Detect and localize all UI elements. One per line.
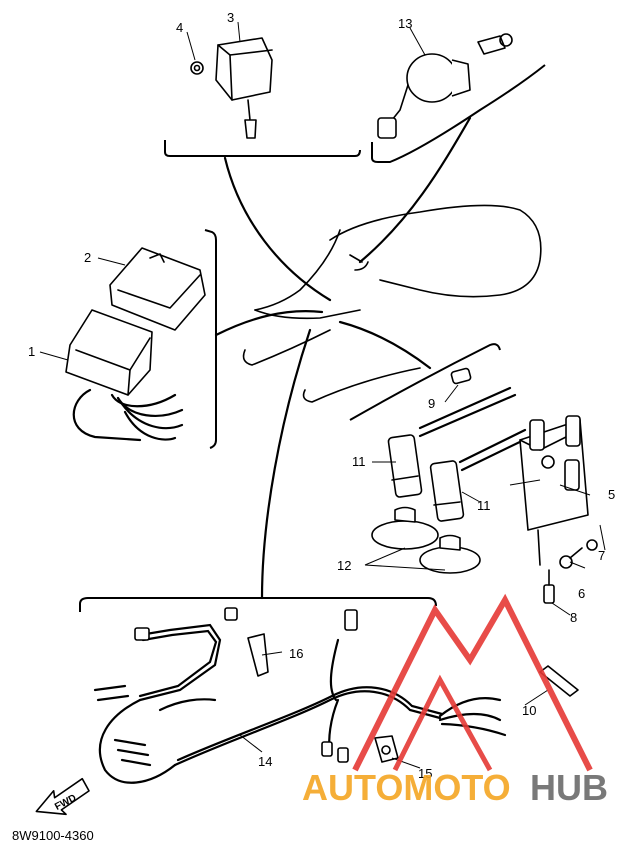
part-7-washer — [586, 539, 598, 551]
part-4-nut — [190, 61, 204, 75]
part-12-boot-left — [371, 506, 439, 550]
part-16-band — [247, 633, 269, 677]
part-9-clip — [450, 367, 472, 385]
callout-3: 3 — [227, 10, 234, 25]
callout-5: 5 — [608, 487, 615, 502]
group-bracket-right — [338, 320, 501, 421]
watermark-word-b: HUB — [530, 767, 608, 808]
callout-10: 10 — [522, 703, 536, 718]
watermark-word-a: AUTOMOTO — [302, 767, 511, 808]
callout-4: 4 — [176, 20, 183, 35]
chassis-outline — [242, 204, 542, 403]
callout-6: 6 — [578, 586, 585, 601]
callout-16: 16 — [289, 646, 303, 661]
group-bracket-left — [204, 229, 324, 449]
callout-11-left: 11 — [352, 454, 366, 469]
callout-labels: 3 4 13 2 1 9 11 11 5 7 6 8 12 16 10 14 1… — [28, 10, 615, 781]
part-11-plug-cap-left — [387, 386, 517, 498]
part-15-clamp — [374, 735, 399, 763]
callout-1: 1 — [28, 344, 35, 359]
forward-arrow-icon: FWD — [35, 777, 90, 816]
part-2-cover — [109, 247, 206, 331]
callout-8: 8 — [570, 610, 577, 625]
diagram-code: 8W9100-4360 — [12, 828, 94, 843]
callout-2: 2 — [84, 250, 91, 265]
callout-7: 7 — [598, 548, 605, 563]
group-bracket-top-right — [358, 64, 546, 264]
callout-13: 13 — [398, 16, 412, 31]
callout-14: 14 — [258, 754, 272, 769]
part-6-bolt — [559, 547, 583, 569]
part-11-plug-cap-right — [429, 428, 530, 522]
callout-9: 9 — [428, 396, 435, 411]
watermark-logo: AUTOMOTO HUB — [302, 593, 608, 808]
part-10-band — [539, 665, 579, 697]
part-13-main-switch — [377, 33, 513, 139]
group-bracket-bottom — [79, 328, 437, 612]
part-14-wire-harness — [93, 607, 507, 784]
part-1-cdi-unit — [65, 309, 184, 442]
callout-15: 15 — [418, 766, 432, 781]
part-3-unit — [215, 37, 273, 139]
part-8-connector — [543, 569, 555, 604]
leader-lines — [39, 21, 606, 769]
part-12-boot-right — [419, 534, 481, 574]
part-5-ignition-coil — [519, 415, 589, 566]
callout-12: 12 — [337, 558, 351, 573]
group-bracket-top-left — [164, 140, 361, 302]
callout-11-right: 11 — [477, 498, 491, 513]
